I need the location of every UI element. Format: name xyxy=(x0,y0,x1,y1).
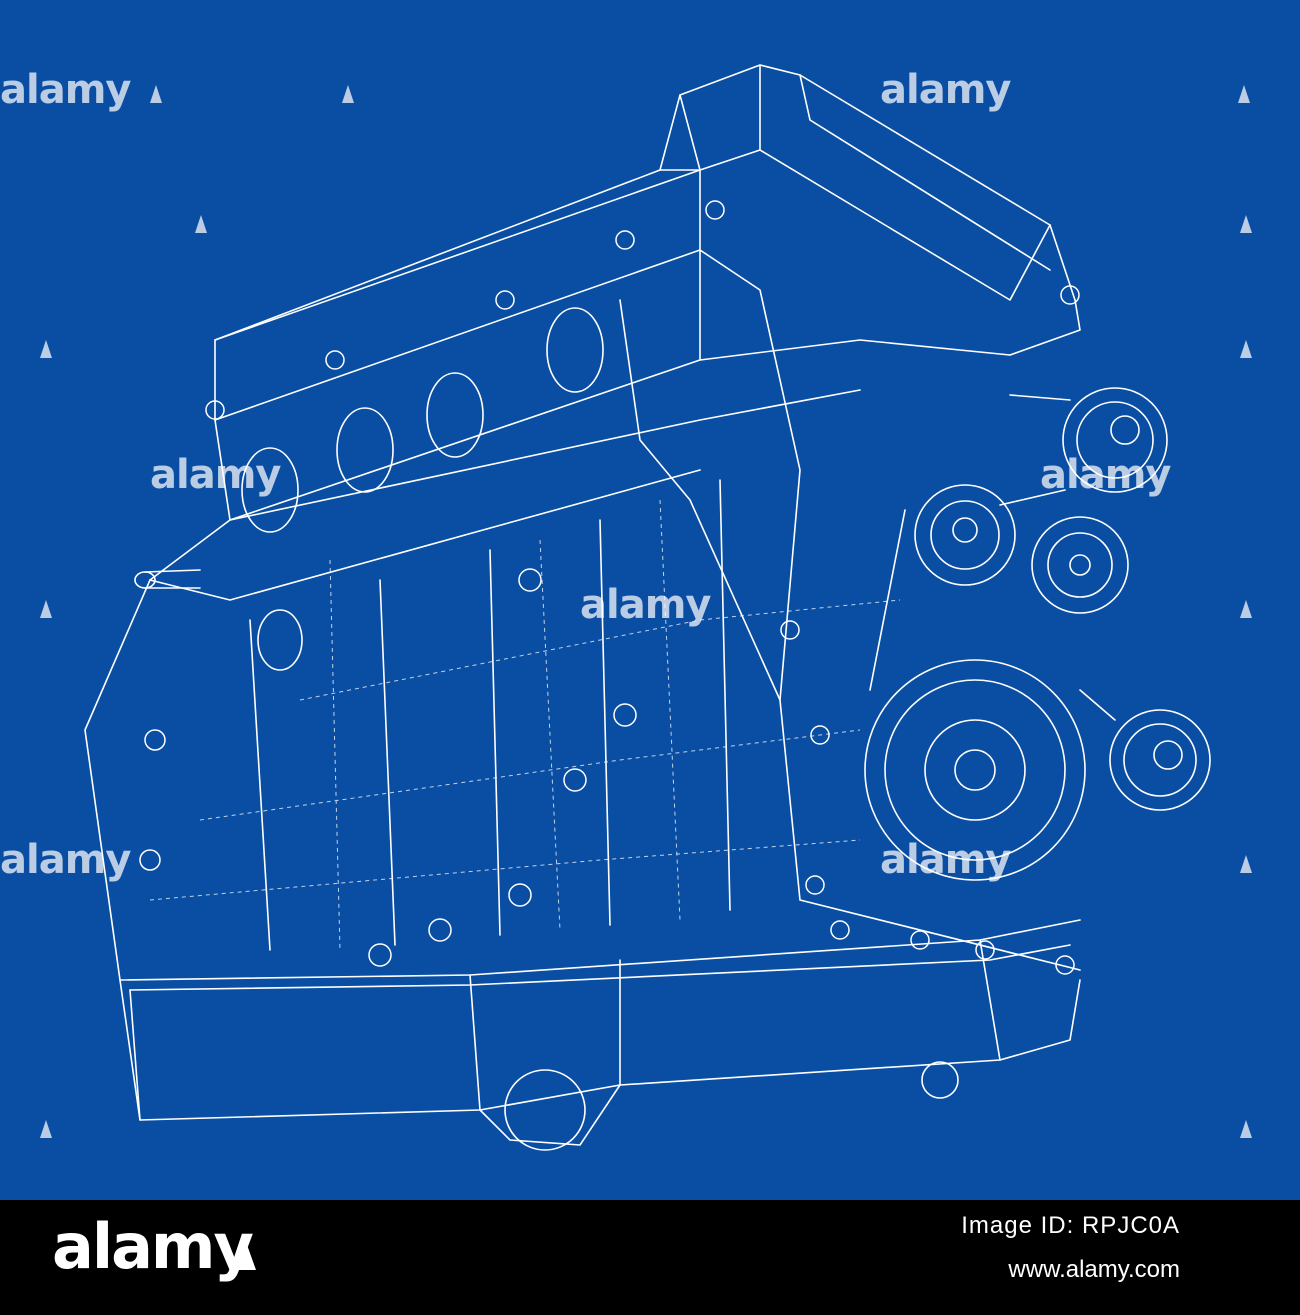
image-id-text: Image ID: RPJC0A xyxy=(961,1212,1180,1239)
footer-bar: alamy Image ID: RPJC0A www.alamy.com xyxy=(0,1200,1300,1315)
logo-triangle-icon xyxy=(236,1242,256,1270)
site-url-text: www.alamy.com xyxy=(1008,1256,1180,1283)
engine-wireframe-illustration xyxy=(0,0,1300,1200)
footer-logo: alamy xyxy=(52,1210,254,1283)
